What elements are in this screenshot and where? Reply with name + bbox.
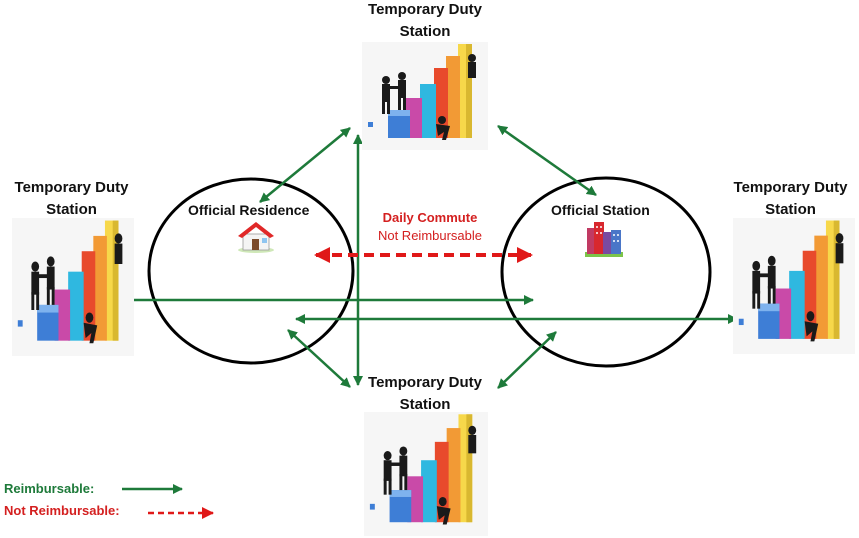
official-residence-label: Official Residence — [188, 202, 310, 218]
people-climbing-blocks-icon — [362, 42, 488, 150]
office-buildings-icon — [585, 222, 623, 257]
daily-commute-note: Not Reimbursable — [377, 228, 483, 243]
daily-commute-title: Daily Commute — [382, 210, 478, 225]
people-climbing-blocks-icon — [733, 218, 855, 354]
tds-left-line2: Station — [46, 201, 97, 218]
tds-left-line1: Temporary Duty — [14, 179, 129, 196]
arrow-station-bottom — [497, 331, 557, 389]
legend-not-reimbursable: Not Reimbursable: — [4, 503, 120, 518]
official-station-circle — [500, 176, 712, 368]
house-icon — [238, 222, 274, 253]
arrow-top-residence — [259, 127, 351, 203]
tds-left-label: Temporary Duty Station — [0, 177, 143, 221]
arrow-top-station — [497, 124, 597, 197]
legend-reimbursable: Reimbursable: — [4, 481, 95, 496]
official-station-label: Official Station — [551, 202, 650, 218]
tds-right-label: Temporary Duty Station — [722, 177, 859, 221]
tds-bottom-line2: Station — [399, 396, 451, 413]
tds-bottom-line1: Temporary Duty — [368, 374, 482, 391]
tds-top-line2: Station — [399, 23, 451, 40]
tds-right-line1: Temporary Duty — [733, 179, 848, 196]
tds-bottom-label: Temporary Duty Station — [350, 372, 500, 416]
people-climbing-blocks-icon — [364, 412, 488, 536]
daily-commute-label: Daily Commute Not Reimbursable — [360, 209, 500, 245]
tds-top-line1: Temporary Duty — [368, 1, 482, 18]
tds-top-label: Temporary Duty Station — [350, 0, 500, 43]
tds-right-line2: Station — [765, 201, 816, 218]
arrow-residence-bottom — [287, 329, 351, 388]
people-climbing-blocks-icon — [12, 218, 134, 356]
